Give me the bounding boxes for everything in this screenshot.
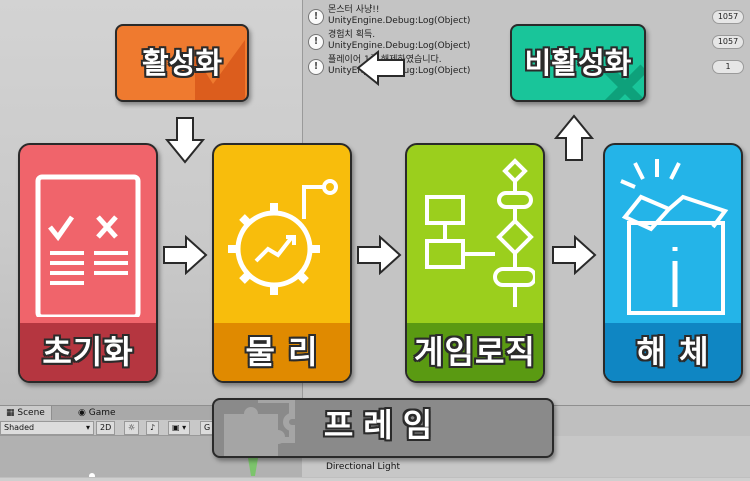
tab-game[interactable]: ◉ Game: [78, 408, 116, 418]
stage-card-initialize: 초기화: [18, 143, 158, 383]
scene-icon: ▦: [6, 408, 18, 418]
deactivate-label: 비활성화: [524, 45, 632, 80]
stage-card-physics: 물 리: [212, 143, 352, 383]
console-message: 경험치 획득. UnityEngine.Debug:Log(Object): [328, 30, 471, 51]
hierarchy-item[interactable]: Directional Light: [326, 462, 400, 472]
shading-mode-dropdown[interactable]: Shaded ▾: [0, 421, 94, 435]
info-icon: !: [308, 34, 324, 50]
stage-card-game-logic: 게임로직: [405, 143, 545, 383]
stage-card-teardown: 해 체: [603, 143, 743, 383]
puzzle-icon: [224, 400, 295, 456]
activate-card: 활성화: [115, 24, 249, 102]
gear-chart-icon: [228, 179, 338, 295]
stage-label: 게임로직: [414, 333, 536, 371]
info-icon: !: [308, 59, 324, 75]
flowchart-icon: [425, 158, 535, 307]
frame-banner: 프레임: [212, 398, 554, 458]
chevron-down-icon: ▾: [85, 423, 90, 432]
stage-band: 게임로직: [407, 323, 543, 381]
stage-label: 초기화: [42, 333, 134, 371]
arrow-right-icon: [163, 235, 208, 275]
checkmark-watermark-icon: [195, 40, 245, 100]
arrow-up-icon: [554, 114, 594, 161]
console-entry[interactable]: ! 경험치 획득. UnityEngine.Debug:Log(Object) …: [302, 29, 750, 53]
audio-icon[interactable]: ♪: [146, 421, 160, 435]
arrow-right-icon: [552, 235, 597, 275]
arrow-left-icon: [356, 50, 405, 86]
game-icon: ◉: [78, 408, 89, 418]
console-count-badge: 1: [712, 60, 744, 74]
effects-icon[interactable]: ▣ ▾: [168, 421, 191, 435]
tab-scene[interactable]: ▦ Scene: [0, 406, 52, 420]
stage-label: 물 리: [245, 333, 319, 371]
arrow-down-icon: [165, 117, 205, 164]
arrow-right-icon: [357, 235, 402, 275]
2d-toggle[interactable]: 2D: [96, 421, 116, 435]
frame-label: 프레임: [323, 406, 443, 444]
stage-band: 해 체: [605, 323, 741, 381]
activate-label: 활성화: [141, 45, 223, 80]
console-count-badge: 1057: [712, 10, 744, 24]
lighting-icon[interactable]: ☼: [124, 421, 140, 435]
stage-label: 해 체: [636, 333, 710, 371]
x-watermark-icon: [602, 64, 644, 100]
stage-band: 초기화: [20, 323, 156, 381]
stage-band: 물 리: [214, 323, 350, 381]
open-box-icon: [620, 159, 729, 315]
console-entry[interactable]: ! 몬스터 사냥!! UnityEngine.Debug:Log(Object)…: [302, 4, 750, 28]
info-icon: !: [308, 9, 324, 25]
console-count-badge: 1057: [712, 35, 744, 49]
checklist-icon: [35, 174, 141, 317]
deactivate-card: 비활성화: [510, 24, 646, 102]
console-message: 몬스터 사냥!! UnityEngine.Debug:Log(Object): [328, 5, 471, 26]
